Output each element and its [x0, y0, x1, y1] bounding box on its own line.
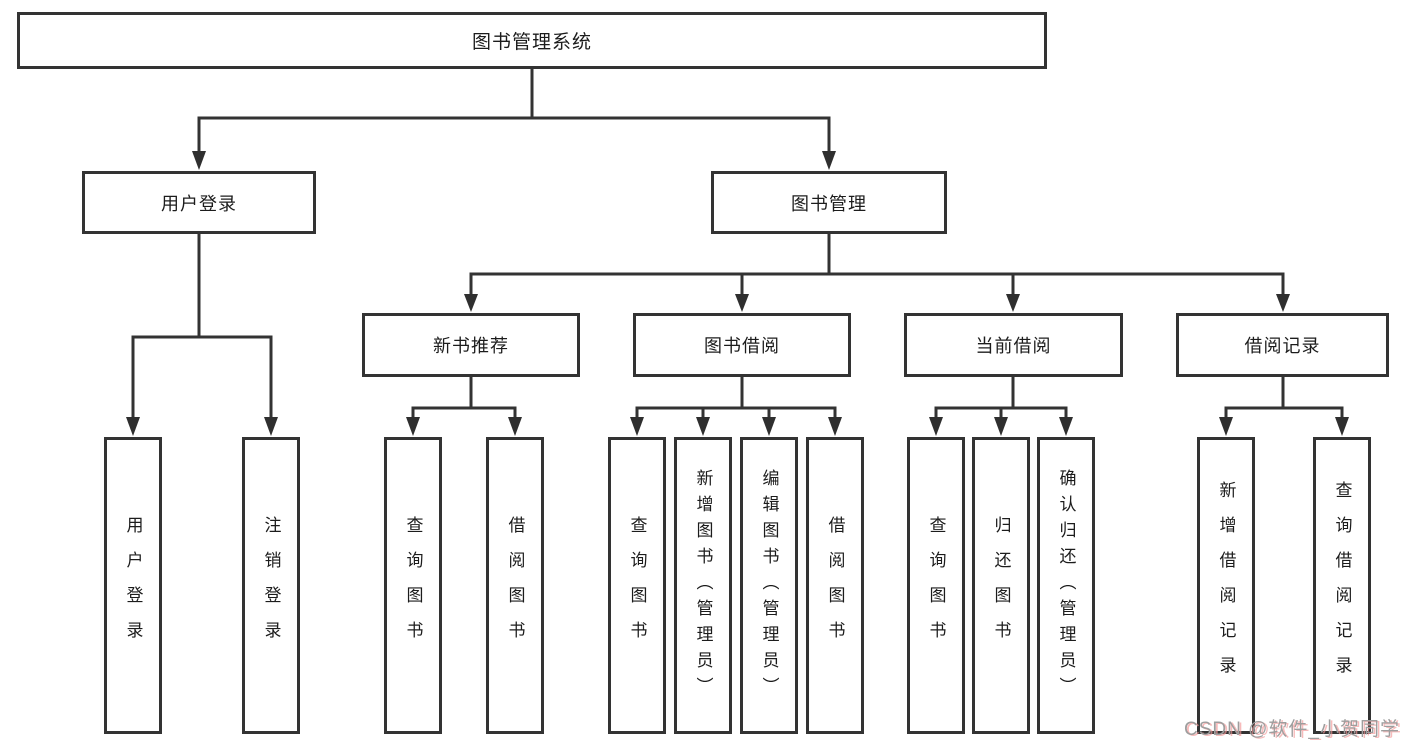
leaf-label: 借阅图书: [825, 515, 845, 656]
arrowhead: [1276, 294, 1290, 312]
leaf-label: 新增借阅记录: [1216, 480, 1236, 691]
leaf-borrow-books-recommend: 借阅图书: [486, 437, 544, 734]
leaf-label: 归还图书: [991, 515, 1011, 656]
arrowhead: [1219, 417, 1233, 436]
arrowhead: [464, 294, 478, 312]
leaf-query-borrow-record: 查询借阅记录: [1313, 437, 1371, 734]
leaf-label: 确认归还（管理员）: [1056, 468, 1076, 703]
node-current-borrowing: 当前借阅: [904, 313, 1123, 377]
arrowhead: [828, 417, 842, 436]
leaf-label: 编辑图书（管理员）: [759, 468, 779, 703]
csdn-watermark: CSDN @软件_小贺同学: [1184, 719, 1400, 740]
node-new-book-recommendation: 新书推荐: [362, 313, 580, 377]
arrowhead: [406, 417, 420, 436]
leaf-return-book: 归还图书: [972, 437, 1030, 734]
arrowhead: [1059, 417, 1073, 436]
leaf-query-books-current: 查询图书: [907, 437, 965, 734]
arrowhead: [735, 294, 749, 312]
leaf-add-book-admin: 新增图书（管理员）: [674, 437, 732, 734]
node-user-login: 用户登录: [82, 171, 316, 234]
node-library-management-system: 图书管理系统: [17, 12, 1047, 69]
leaf-label: 查询图书: [926, 515, 946, 656]
leaf-query-books-recommend: 查询图书: [384, 437, 442, 734]
arrowhead: [696, 417, 710, 436]
leaf-borrow-books-borrowing: 借阅图书: [806, 437, 864, 734]
arrowhead: [630, 417, 644, 436]
node-book-management: 图书管理: [711, 171, 947, 234]
leaf-label: 查询图书: [403, 515, 423, 656]
leaf-query-books-borrowing: 查询图书: [608, 437, 666, 734]
arrowhead: [1006, 294, 1020, 312]
leaf-label: 新增图书（管理员）: [693, 468, 713, 703]
arrowhead: [822, 151, 836, 170]
arrowhead: [192, 151, 206, 170]
leaf-edit-book-admin: 编辑图书（管理员）: [740, 437, 798, 734]
leaf-user-login: 用户登录: [104, 437, 162, 734]
arrowhead: [264, 417, 278, 436]
arrowhead: [508, 417, 522, 436]
leaf-label: 查询图书: [627, 515, 647, 656]
arrowhead: [126, 417, 140, 436]
leaf-label: 用户登录: [123, 515, 143, 656]
leaf-label: 借阅图书: [505, 515, 525, 656]
node-borrowing-records: 借阅记录: [1176, 313, 1389, 377]
node-book-borrowing: 图书借阅: [633, 313, 851, 377]
leaf-confirm-return-admin: 确认归还（管理员）: [1037, 437, 1095, 734]
arrowhead: [994, 417, 1008, 436]
leaf-logout: 注销登录: [242, 437, 300, 734]
leaf-add-borrow-record: 新增借阅记录: [1197, 437, 1255, 734]
leaf-label: 注销登录: [261, 515, 281, 656]
leaf-label: 查询借阅记录: [1332, 480, 1352, 691]
arrowhead: [762, 417, 776, 436]
arrowhead: [1335, 417, 1349, 436]
arrowhead: [929, 417, 943, 436]
